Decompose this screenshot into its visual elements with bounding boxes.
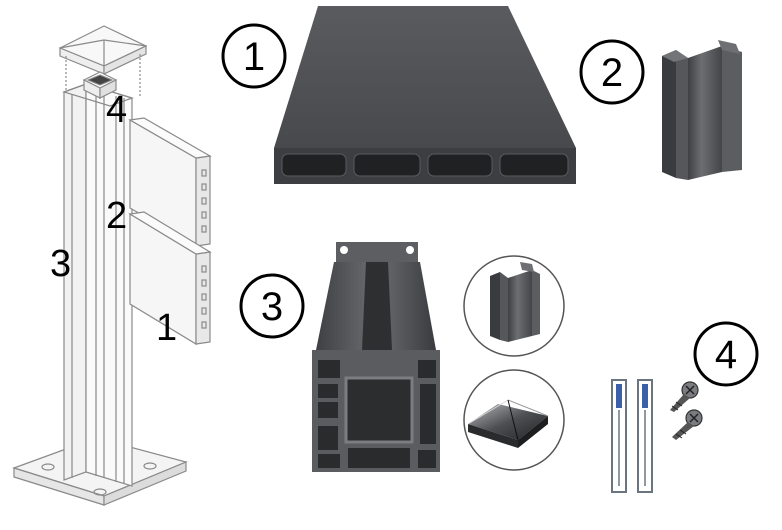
insert-drawing: [82, 71, 118, 99]
clip-inset: [463, 255, 565, 357]
part-label-3-badge: 3: [239, 273, 305, 339]
part-label-1-badge: 1: [221, 23, 287, 89]
insert-clip-right: [637, 379, 653, 493]
screw-top: [670, 381, 699, 412]
upper-board-drawing: [128, 117, 212, 248]
post-cap-drawing: [58, 25, 148, 98]
part-label-4-badge: 4: [693, 321, 759, 387]
part-label-1: 1: [243, 35, 265, 79]
cap-inset: [463, 369, 565, 471]
fasteners-photo: [611, 379, 703, 493]
part-label-2-badge: 2: [579, 39, 645, 105]
part-label-2: 2: [601, 51, 623, 95]
part-label-4: 4: [715, 333, 737, 377]
insert-clip-left: [611, 379, 627, 493]
diagram-label-3: 3: [50, 243, 71, 285]
part-label-3: 3: [261, 285, 283, 329]
diagram-label-4: 4: [106, 89, 127, 131]
clip-profile-photo: [662, 40, 742, 180]
diagram-label-1: 1: [156, 307, 177, 349]
post-drawing: [62, 83, 134, 487]
post-photo: [312, 242, 440, 472]
assembly-diagram: [12, 25, 212, 506]
screw-bottom: [672, 409, 703, 440]
board-photo: [274, 6, 576, 184]
lower-board-drawing: [128, 211, 212, 346]
diagram-label-2: 2: [106, 195, 127, 237]
